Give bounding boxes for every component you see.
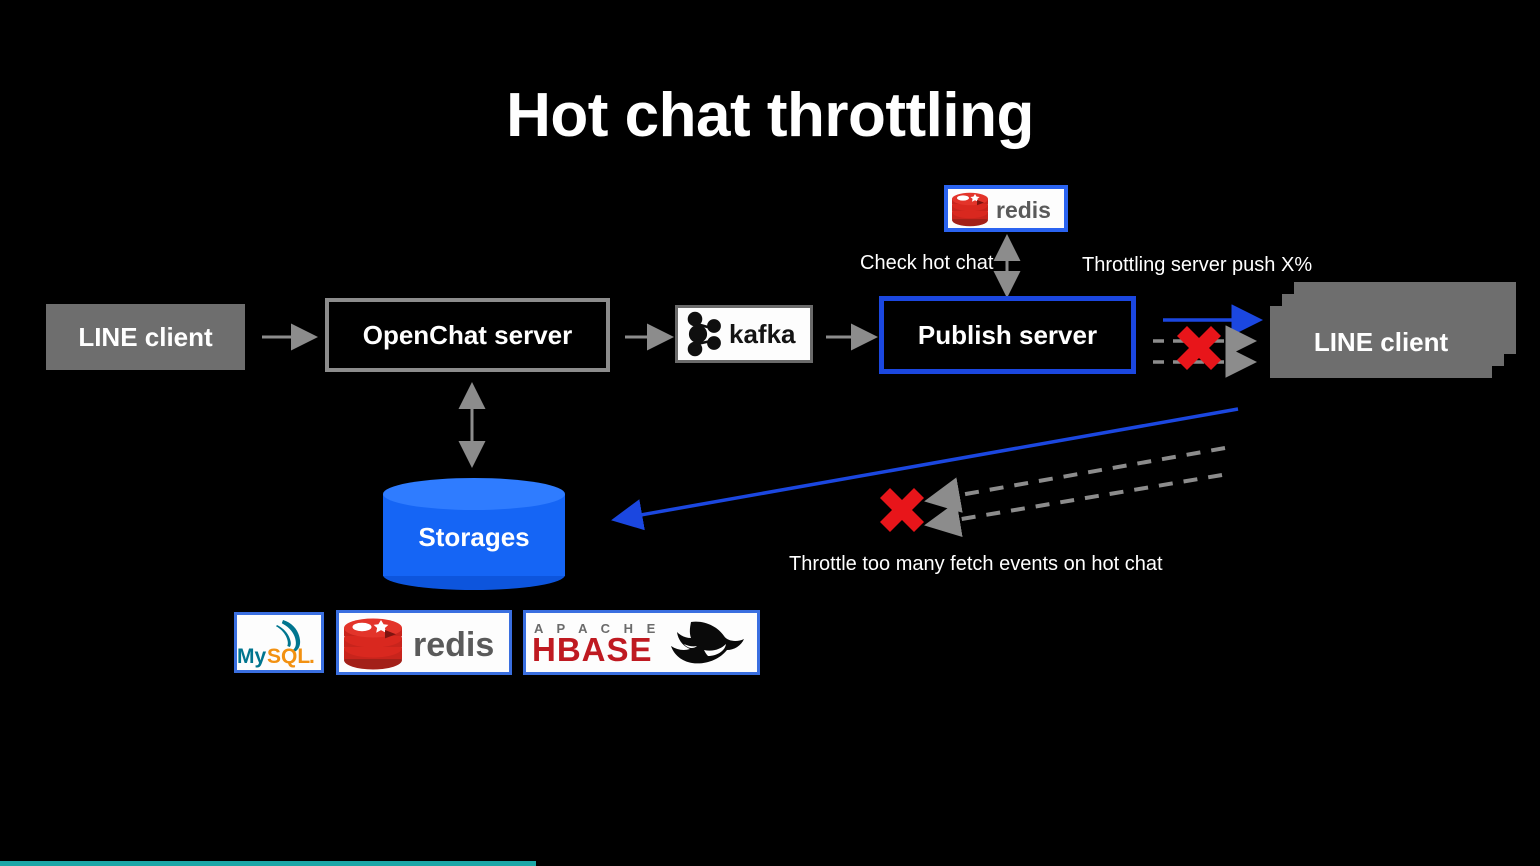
stack-layer-front[interactable]: LINE client <box>1270 306 1492 378</box>
page-title: Hot chat throttling <box>506 81 1034 150</box>
blocked-x-icon-push <box>1177 326 1221 370</box>
node-label: Publish server <box>917 319 1098 350</box>
mysql-wordmark-my: My <box>237 645 266 668</box>
mysql-wordmark-dot: . <box>309 645 315 668</box>
node-label: Storages <box>418 522 530 552</box>
mysql-wordmark-sql: SQL <box>267 645 310 668</box>
logo-apache-hbase: A P A C H E HBASE <box>523 610 760 675</box>
node-label: OpenChat server <box>362 319 573 350</box>
cylinder-top <box>383 478 565 510</box>
redis-icon: redis <box>952 192 1051 226</box>
node-storages[interactable]: Storages <box>383 478 565 590</box>
node-label: LINE client <box>1313 326 1449 357</box>
kafka-icon: kafka <box>687 311 796 357</box>
node-line-client-left[interactable]: LINE client <box>46 304 245 370</box>
slide-progress-bar <box>0 861 536 866</box>
node-label: LINE client <box>78 321 213 352</box>
logo-mysql: My SQL . <box>234 612 324 673</box>
caption-check-hot-chat: Check hot chat <box>860 252 994 274</box>
kafka-wordmark: kafka <box>729 319 796 349</box>
arrow-fetch-blocked-2 <box>924 473 1223 538</box>
orca-icon <box>671 621 744 663</box>
redis-wordmark: redis <box>996 197 1051 223</box>
blocked-x-icon-fetch <box>880 488 924 532</box>
hbase-wordmark-hbase: HBASE <box>532 631 653 668</box>
node-publish-server[interactable]: Publish server <box>879 296 1136 374</box>
hbase-icon: A P A C H E HBASE <box>532 621 744 668</box>
caption-throttling-push: Throttling server push X% <box>1082 254 1313 276</box>
caption-throttle-fetch: Throttle too many fetch events on hot ch… <box>789 553 1163 575</box>
mysql-icon: My SQL . <box>237 620 315 668</box>
logo-redis-bottom: redis <box>336 610 512 675</box>
logo-kafka: kafka <box>675 305 813 363</box>
redis-wordmark: redis <box>413 626 494 664</box>
arrow-fetch-blocked-1 <box>924 446 1226 513</box>
arrow-fetch-allowed <box>611 407 1239 531</box>
logo-redis-top: redis <box>944 185 1068 232</box>
node-openchat-server[interactable]: OpenChat server <box>325 298 610 372</box>
redis-icon: redis <box>344 618 494 669</box>
hbase-wordmark-apache: A P A C H E <box>534 621 660 636</box>
